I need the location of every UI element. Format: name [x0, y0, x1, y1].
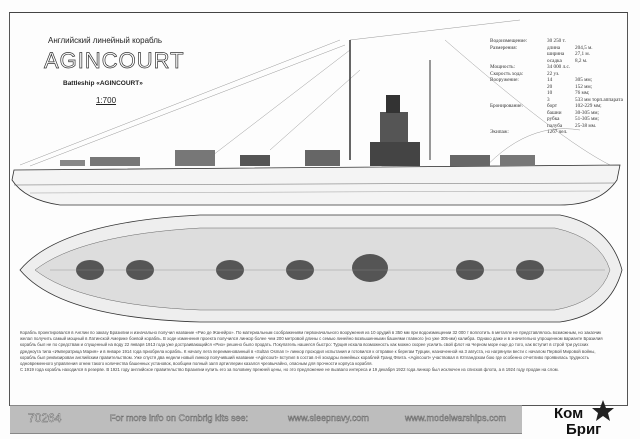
website-link-1[interactable]: www.sleepnavy.com [288, 413, 369, 424]
spec-row: осадка 8,2 м. [490, 58, 625, 65]
website-link-2[interactable]: www.modelwarships.com [405, 413, 507, 424]
spec-cell: башни [547, 109, 562, 116]
spec-cell: 305 мм; [575, 77, 593, 83]
footer-info: For more info on Combrig kits see: [110, 413, 249, 424]
spec-cell: 27,1 м. [575, 51, 590, 57]
spec-row: 3 533 мм торп.аппарата [490, 97, 625, 104]
svg-text:Бриг: Бриг [566, 421, 601, 436]
spec-cell: 3 [547, 96, 550, 103]
ship-history-text: Корабль проектировался в Англии по заказ… [20, 330, 610, 373]
spec-cell: 34 000 л.с. [547, 64, 571, 70]
spec-row: ширина 27,1 м. [490, 51, 625, 58]
spec-cell: палуба [547, 122, 563, 129]
spec-cell: длина [547, 44, 561, 51]
spec-cell: Вооружение: [490, 77, 519, 83]
spec-cell: Водоизмещение: [490, 38, 528, 44]
combrig-logo: Ком Бриг [554, 400, 614, 436]
subtitle-russian: Английский линейный корабль [48, 36, 163, 45]
spec-cell: 8,2 м. [575, 57, 588, 64]
spec-cell: 10 [547, 90, 553, 96]
scale-label: 1:700 [96, 96, 117, 105]
spec-cell: Размерения: [490, 44, 518, 51]
kit-number: 70264 [28, 411, 62, 426]
spec-cell: 14 [547, 77, 553, 83]
spec-row: палуба 25-38 мм. [490, 123, 625, 130]
spec-cell: 152 мм; [575, 83, 593, 90]
spec-cell: 102-229 мм; [575, 103, 602, 109]
history-paragraph-2: С 1919 года корабль находился в резерве.… [20, 367, 559, 373]
footer-bar: 70264 For more info on Combrig kits see:… [10, 405, 522, 434]
spec-row: Вооружение: 14 305 мм; [490, 77, 625, 84]
spec-row: 20 152 мм; [490, 84, 625, 91]
spec-cell: Мощность: [490, 64, 515, 70]
svg-text:Ком: Ком [554, 405, 583, 422]
rigging-lines [19, 19, 611, 186]
specifications-table: Водоизмещение: 30 250 т. Размерения: длина 2… [490, 38, 625, 136]
spec-cell: Бронирование: [490, 103, 523, 109]
spec-row: рубка 51-305 мм; [490, 116, 625, 123]
spec-cell: 51-305 мм; [575, 116, 599, 122]
spec-cell: 22 уз. [547, 70, 560, 77]
history-paragraph-1: Корабль проектировался в Англии по заказ… [20, 330, 603, 367]
spec-row: Бронирование: борт 102-229 мм; [490, 103, 625, 110]
ship-title: AGINCOURT [44, 48, 185, 74]
spec-cell: 533 мм торп.аппарата [575, 96, 623, 103]
spec-cell: 76 мм; [575, 90, 590, 96]
spec-cell: 30 250 т. [547, 38, 566, 44]
spec-row: Мощность: 34 000 л.с. [490, 64, 625, 71]
spec-cell: осадка [547, 57, 562, 64]
spec-cell: Экипаж: [490, 129, 509, 135]
spec-cell: Скорость хода: [490, 70, 524, 77]
subtitle-english: Battleship «AGINCOURT» [63, 80, 143, 87]
spec-cell: 204,5 м. [575, 44, 593, 51]
spec-cell: рубка [547, 116, 560, 122]
spec-cell: ширина [547, 51, 565, 57]
plan-view [19, 214, 623, 323]
spec-row: башни 30-305 мм; [490, 110, 625, 117]
spec-cell: 25-38 мм. [575, 122, 597, 129]
spec-row: Экипаж: 1267 чел. [490, 129, 625, 136]
spec-row: Водоизмещение: 30 250 т. [490, 38, 625, 45]
spec-cell: 20 [547, 83, 553, 90]
side-profile [11, 40, 621, 206]
spec-row: Скорость хода: 22 уз. [490, 71, 625, 78]
spec-row: Размерения: длина 204,5 м. [490, 45, 625, 52]
spec-cell: 30-305 мм; [575, 109, 599, 116]
spec-cell: борт [547, 103, 558, 109]
spec-row: 10 76 мм; [490, 90, 625, 97]
spec-cell: 1267 чел. [547, 129, 568, 135]
